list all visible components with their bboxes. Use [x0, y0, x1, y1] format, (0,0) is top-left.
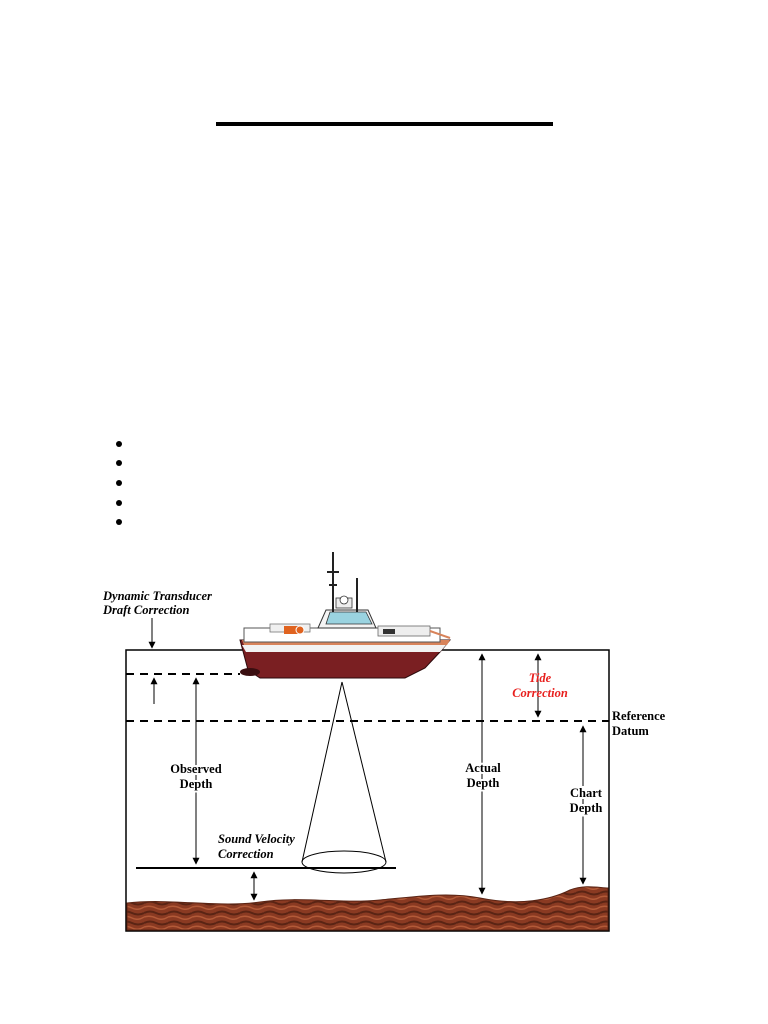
survey-boat-icon — [239, 552, 452, 679]
title-rule — [216, 122, 553, 126]
sound-velocity-label-1: Sound Velocity — [218, 832, 295, 846]
depth-correction-diagram: Dynamic Transducer Draft Correction Tide… — [102, 552, 666, 932]
dynamic-transducer-label-1: Dynamic Transducer — [102, 589, 212, 603]
bullet-dot — [116, 440, 122, 447]
chart-depth-label-2: Depth — [570, 801, 603, 815]
tide-label-1: Tide — [529, 671, 552, 685]
observed-depth-label-1: Observed — [170, 762, 221, 776]
reference-datum-label-1: Reference — [612, 709, 666, 723]
sonar-beam-icon — [301, 681, 387, 874]
actual-depth-label-2: Depth — [467, 776, 500, 790]
bullet-list — [116, 434, 122, 532]
bullet-item — [116, 512, 122, 532]
bullet-dot — [116, 479, 122, 486]
reference-datum-label-2: Datum — [612, 724, 649, 738]
bullet-dot — [116, 499, 122, 506]
bullet-item — [116, 454, 122, 474]
sound-velocity-label-2: Correction — [218, 847, 274, 861]
bullet-item — [116, 434, 122, 454]
bullet-item — [116, 473, 122, 493]
tide-label-2: Correction — [512, 686, 568, 700]
bullet-dot — [116, 460, 122, 467]
bullet-dot — [116, 519, 122, 526]
observed-depth-label-2: Depth — [180, 777, 213, 791]
chart-depth-label-1: Chart — [570, 786, 603, 800]
bullet-item — [116, 493, 122, 513]
seabed — [126, 886, 609, 931]
actual-depth-label-1: Actual — [465, 761, 501, 775]
dynamic-transducer-label-2: Draft Correction — [102, 603, 190, 617]
